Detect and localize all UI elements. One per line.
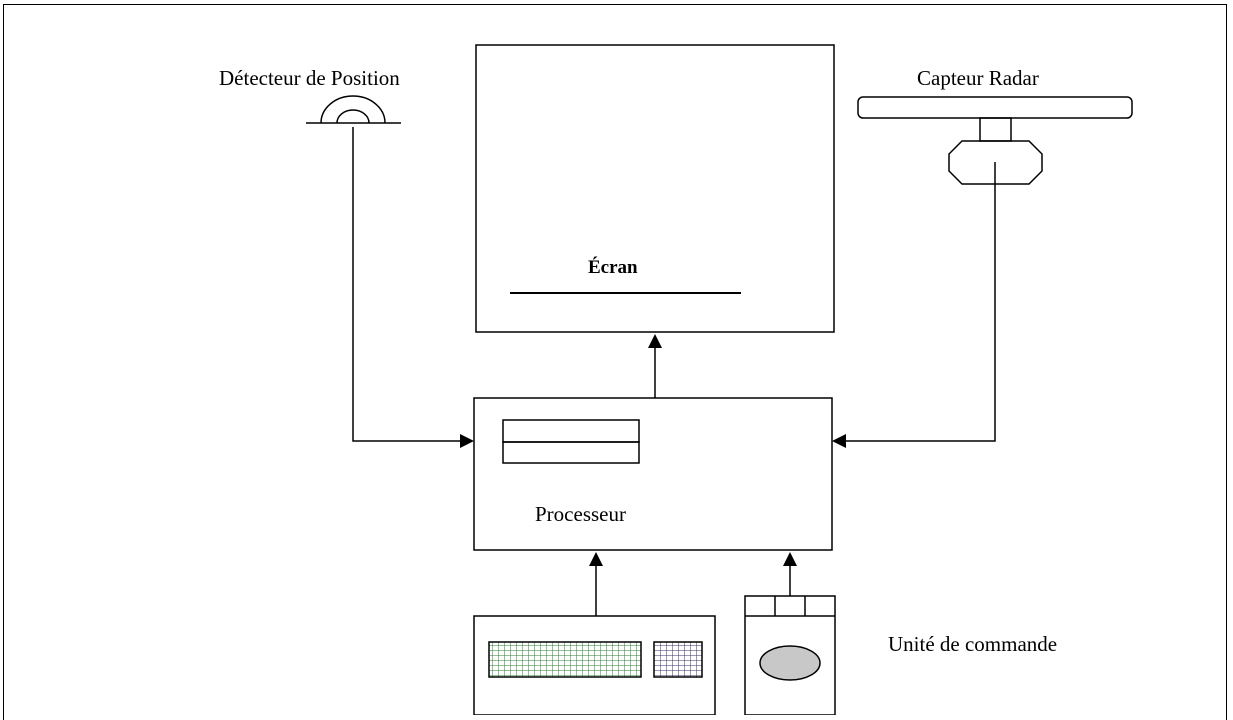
processor-box (473, 397, 833, 551)
dome-sensor-icon (306, 95, 401, 124)
radar-sensor-label: Capteur Radar (917, 66, 1039, 90)
processor-label: Processeur (535, 502, 626, 526)
position-detector-label: Détecteur de Position (219, 66, 400, 90)
diagram-frame (3, 4, 1227, 720)
screen-box (475, 44, 835, 333)
control-unit-label: Unité de commande (888, 632, 1058, 656)
trackball-icon (744, 595, 836, 715)
screen-label: Écran (588, 257, 638, 278)
keyboard-icon (473, 615, 716, 715)
radar-antenna-icon (857, 96, 1133, 185)
arrowheads (460, 334, 846, 566)
connection-lines (352, 127, 996, 616)
